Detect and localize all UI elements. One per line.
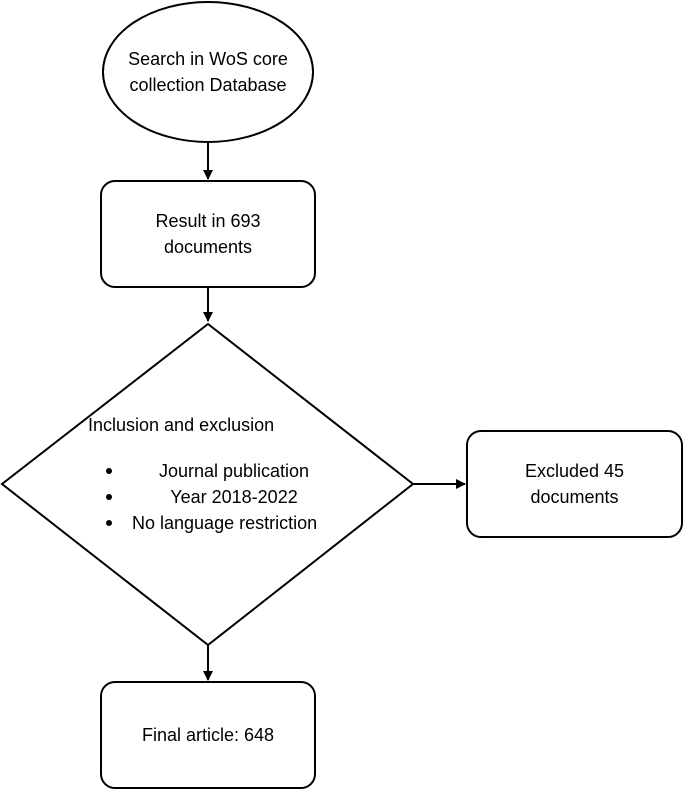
excluded-label: Excluded 45 documents [467,458,682,510]
final-box [100,681,316,789]
start-label-line1: Search in WoS core [128,49,288,69]
start-label-line2: collection Database [129,75,287,95]
criteria-item: No language restriction [106,510,366,536]
excluded-label-line1: Excluded 45 [524,461,625,481]
result-label-line1: Result in 693 [155,211,261,231]
bullet-dot [106,520,112,526]
criteria-list: Journal publication Year 2018-2022 No la… [106,458,366,536]
decision-title: Inclusion and exclusion [88,415,275,435]
criteria-item: Year 2018-2022 [106,484,366,510]
criteria-text: Year 2018-2022 [170,487,298,507]
criteria-item: Journal publication [106,458,366,484]
result-label: Result in 693 documents [101,208,315,260]
excluded-box [466,430,683,538]
criteria-text: No language restriction [132,513,318,533]
criteria-text: Journal publication [158,461,310,481]
final-label: Final article: 648 [141,725,275,745]
excluded-label-line2: documents [530,487,619,507]
result-label-line2: documents [163,237,253,257]
start-label: Search in WoS core collection Database [108,46,308,98]
bullet-dot [106,494,112,500]
bullet-dot [106,468,112,474]
